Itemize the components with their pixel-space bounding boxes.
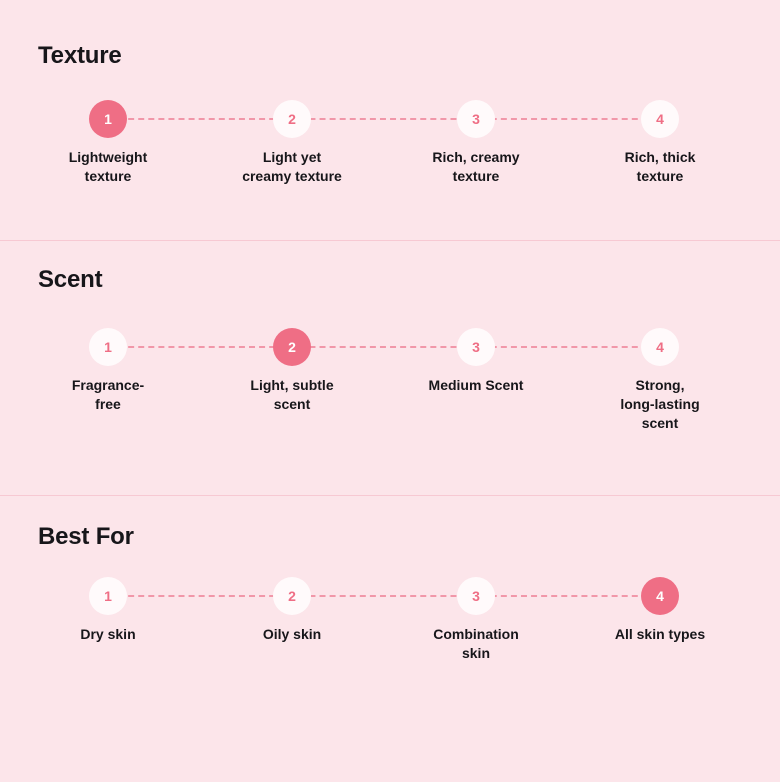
step-number-badge[interactable]: 2 [273, 577, 311, 615]
step-label: Light, subtle scent [250, 377, 334, 412]
step-item[interactable]: 4 Strong, long-lasting scent [568, 328, 752, 433]
step-item[interactable]: 2 Oily skin [200, 577, 384, 644]
step-label: All skin types [614, 626, 706, 642]
step-label: Combination skin [433, 626, 519, 661]
step-number-badge[interactable]: 2 [273, 328, 311, 366]
step-label: Oily skin [262, 626, 322, 642]
step-item[interactable]: 3 Combination skin [384, 577, 568, 663]
step-item[interactable]: 4 Rich, thick texture [568, 100, 752, 186]
step-item[interactable]: 3 Medium Scent [384, 328, 568, 395]
step-label: Dry skin [80, 626, 136, 642]
step-item[interactable]: 1 Lightweight texture [16, 100, 200, 186]
step-number-badge[interactable]: 3 [457, 100, 495, 138]
step-item[interactable]: 1 Dry skin [16, 577, 200, 644]
section-texture: Texture 1 Lightweight texture 2 Light ye… [0, 0, 780, 240]
page-title: Best For [38, 523, 134, 550]
step-label: Fragrance- free [71, 377, 145, 412]
step-label: Strong, long-lasting scent [620, 377, 700, 431]
section-divider [0, 240, 780, 241]
step-number-badge[interactable]: 4 [641, 577, 679, 615]
step-label: Medium Scent [428, 377, 524, 393]
page-title: Texture [38, 42, 122, 69]
step-number-badge[interactable]: 4 [641, 100, 679, 138]
section-best-for: Best For 1 Dry skin 2 Oily skin 3 Combin… [0, 496, 780, 782]
step-number-badge[interactable]: 4 [641, 328, 679, 366]
step-number-badge[interactable]: 1 [89, 100, 127, 138]
step-item[interactable]: 3 Rich, creamy texture [384, 100, 568, 186]
step-label: Rich, creamy texture [432, 149, 520, 184]
page-title: Scent [38, 266, 103, 293]
step-number-badge[interactable]: 2 [273, 100, 311, 138]
section-divider [0, 495, 780, 496]
dashed-connector-line [108, 346, 668, 348]
step-item[interactable]: 4 All skin types [568, 577, 752, 644]
dashed-connector-line [108, 595, 668, 597]
step-item[interactable]: 1 Fragrance- free [16, 328, 200, 414]
step-number-badge[interactable]: 3 [457, 328, 495, 366]
step-number-badge[interactable]: 3 [457, 577, 495, 615]
section-scent: Scent 1 Fragrance- free 2 Light, subtle … [0, 241, 780, 495]
step-number-badge[interactable]: 1 [89, 328, 127, 366]
step-item[interactable]: 2 Light, subtle scent [200, 328, 384, 414]
step-label: Light yet creamy texture [242, 149, 342, 184]
step-label: Rich, thick texture [624, 149, 696, 184]
step-label: Lightweight texture [68, 149, 148, 184]
step-number-badge[interactable]: 1 [89, 577, 127, 615]
dashed-connector-line [108, 118, 668, 120]
step-item[interactable]: 2 Light yet creamy texture [200, 100, 384, 186]
